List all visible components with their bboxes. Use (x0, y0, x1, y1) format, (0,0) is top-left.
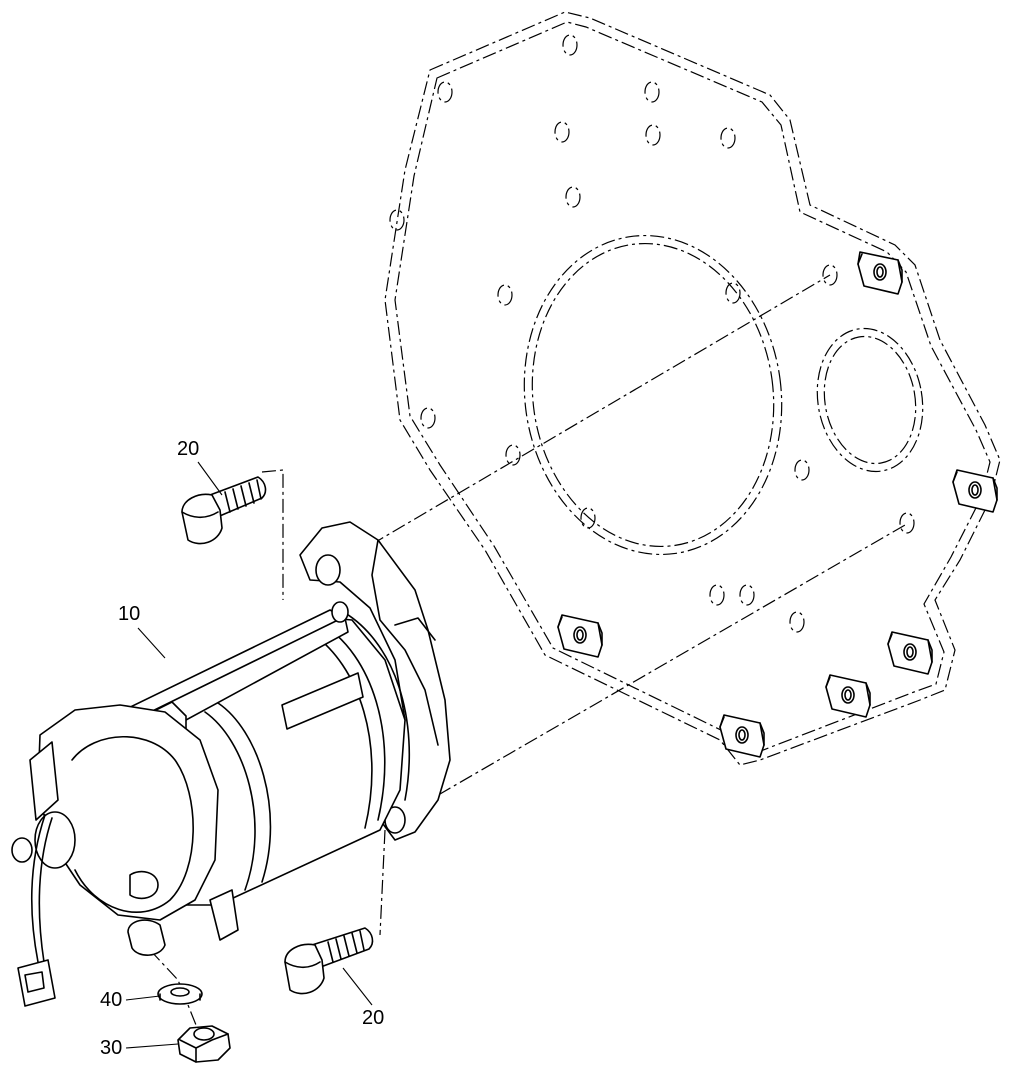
flywheel-housing-plate (384, 11, 1001, 766)
callout-washer: 40 (100, 989, 122, 1011)
body-band-4 (321, 623, 386, 821)
bolt-lower (284, 927, 374, 995)
square-weld-nuts (557, 251, 998, 758)
plate-bolt-holes (389, 34, 915, 633)
bolt-upper (181, 476, 267, 545)
callout-nut: 30 (100, 1037, 122, 1059)
bolt-upper-shank (209, 476, 267, 519)
body-band-1 (204, 711, 256, 891)
weld-nut (952, 469, 998, 513)
weld-nut (887, 631, 933, 675)
centerline-bolt-upper (261, 469, 284, 600)
flange-hole-upper (315, 554, 341, 586)
bolt-upper-head (181, 493, 223, 545)
lock-washer (157, 983, 203, 1005)
body-band-3 (309, 631, 373, 829)
callout-bolt-upper: 20 (177, 438, 199, 460)
body-band-2 (217, 702, 272, 883)
bolt-lower-shank (311, 927, 374, 969)
callout-bolt-lower: 20 (362, 1007, 384, 1029)
callout-starter-motor: 10 (118, 603, 140, 625)
housing-plate-inner-outline (394, 21, 991, 755)
wire-connector (17, 959, 56, 1007)
weld-nut (557, 614, 603, 658)
name-plate (281, 672, 364, 730)
leader-bolt-upper (197, 461, 223, 496)
small-bore-inner (823, 335, 917, 465)
starter-motor (11, 521, 451, 1007)
assembly-center-lines (149, 274, 906, 1031)
weld-nut (719, 714, 765, 758)
solenoid-terminal-nut (331, 601, 349, 623)
centerline-lower (394, 524, 906, 821)
leader-bolt-lower (342, 967, 373, 1006)
weld-nut (825, 674, 871, 718)
leader-nut (125, 1043, 179, 1049)
centerline-nut (149, 949, 199, 1031)
end-cap-slot (129, 870, 159, 900)
small-bore (816, 327, 924, 473)
centerline-upper (327, 274, 831, 571)
large-bore (523, 234, 783, 556)
hex-nut (177, 1025, 231, 1063)
end-cap-boss (34, 811, 76, 869)
end-cap-lug (29, 741, 59, 821)
weld-nut (857, 251, 903, 295)
sensor-wire (31, 814, 46, 963)
bolt-lower-head (284, 943, 325, 995)
large-bore-inner (531, 242, 775, 548)
callouts: 20 10 20 40 30 (100, 438, 384, 1059)
centerline-bolt-lower (379, 829, 386, 936)
housing-plate-outline (384, 11, 1001, 766)
leader-starter-motor (137, 627, 166, 659)
leader-washer (125, 995, 161, 1001)
through-bolt-head (127, 919, 166, 956)
